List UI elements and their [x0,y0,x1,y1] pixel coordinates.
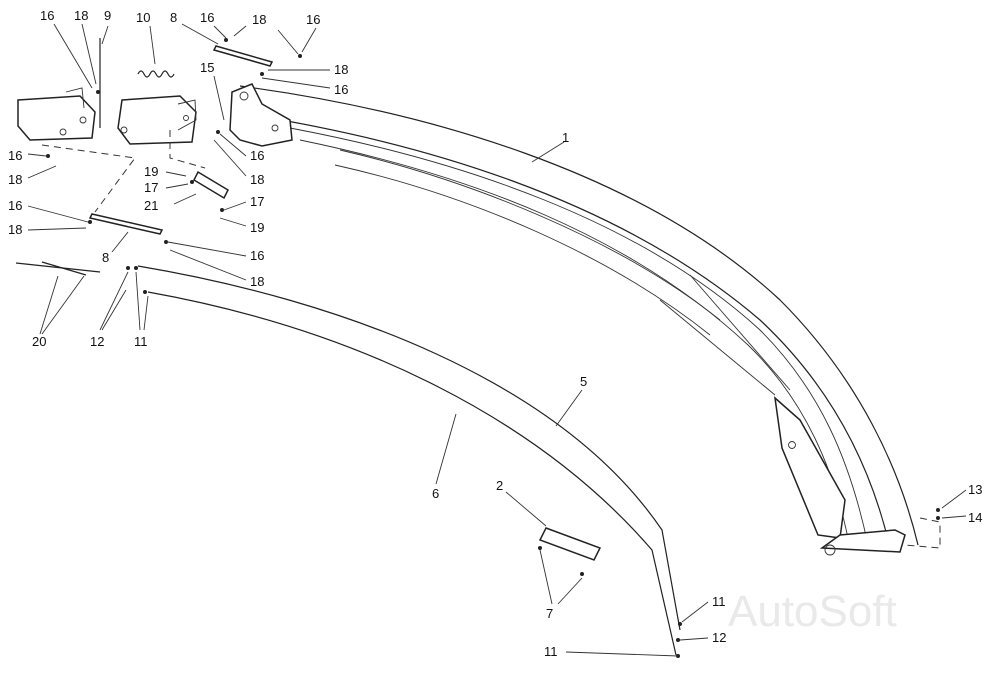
callout-13: 13 [968,482,982,497]
callout-18: 18 [252,12,266,27]
callout-18: 18 [74,8,88,23]
callout-16: 16 [40,8,54,23]
part-20-rod-a [15,262,101,273]
part-2-plate [538,527,602,561]
hardware-fasteners [46,38,940,658]
callout-14: 14 [968,510,982,525]
assembly-line-2 [169,130,206,169]
assembly-line-1 [41,144,136,213]
assembly-line-3 [904,517,941,549]
callout-16: 16 [200,10,214,25]
callout-11: 11 [544,644,558,659]
part-10-spring [137,70,175,78]
callout-16: 16 [8,198,22,213]
callout-17: 17 [144,180,158,195]
callout-2: 2 [496,478,503,493]
callout-19: 19 [250,220,264,235]
callout-19: 19 [144,164,158,179]
callout-18: 18 [334,62,348,77]
callout-5: 5 [580,374,587,389]
part-1-curved-track [229,83,919,556]
part-8-link-lower [88,213,164,235]
part-5-bar [137,265,681,631]
callout-12: 12 [90,334,104,349]
callout-12: 12 [712,630,726,645]
callout-10: 10 [136,10,150,25]
leader-lines [27,23,967,657]
callout-18: 18 [8,222,22,237]
callout-7: 7 [546,606,553,621]
callout-16: 16 [250,248,264,263]
callout-18: 18 [250,172,264,187]
callout-18: 18 [8,172,22,187]
callout-8: 8 [102,250,109,265]
callout-6: 6 [432,486,439,501]
callout-11: 11 [134,334,148,349]
callout-17: 17 [250,194,264,209]
callout-15: 15 [200,60,214,75]
callout-21: 21 [144,198,158,213]
callout-11: 11 [712,594,726,609]
left-bracket-assembly [17,87,96,141]
callout-8: 8 [170,10,177,25]
callout-1: 1 [562,130,569,145]
callout-20: 20 [32,334,46,349]
watermark: AutoSoft [728,587,897,636]
callout-18: 18 [250,274,264,289]
callout-9: 9 [104,8,111,23]
part-6-bar [147,291,677,656]
part-8-link-upper [212,45,274,67]
callout-16: 16 [334,82,348,97]
callout-16: 16 [8,148,22,163]
center-bracket-assembly [117,95,197,145]
callout-16: 16 [306,12,320,27]
part-21-damper [193,170,229,200]
callout-labels: 16 18 9 10 8 16 18 16 15 18 16 16 18 19 … [8,8,982,659]
callout-16: 16 [250,148,264,163]
part-20-rod-b [41,261,87,276]
